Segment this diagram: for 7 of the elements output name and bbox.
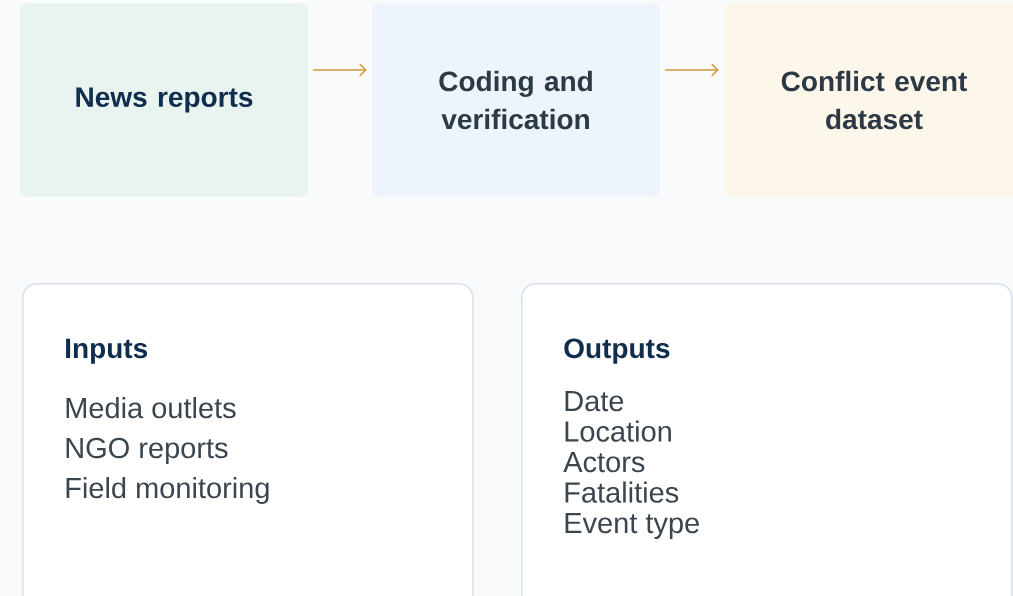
card: Outputs Date Location Actors Fatalities Event type [521,283,1013,596]
process-box: Conflict event dataset [724,3,1013,197]
process-box: Coding and verification [372,3,660,197]
arrow [664,63,719,77]
process-box: News reports [20,3,308,197]
card: Inputs Media outlets NGO reports Field monitoring [22,283,474,596]
arrow [312,63,367,77]
